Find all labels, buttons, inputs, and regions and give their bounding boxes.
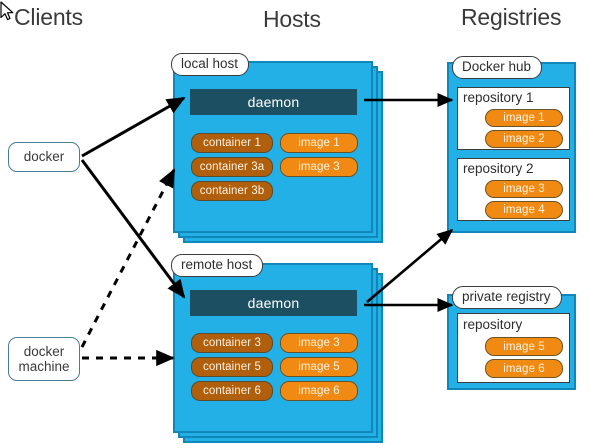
image-label: image 3 — [298, 337, 340, 349]
image-label: image 6 — [298, 385, 340, 397]
image-label: image 5 — [503, 340, 545, 353]
image-label: image 2 — [503, 133, 545, 145]
registry-tab-label: private registry — [462, 289, 551, 304]
image-pill[interactable]: image 6 — [280, 381, 358, 401]
container-label: container 3 — [203, 337, 261, 349]
container-label: container 6 — [203, 385, 261, 397]
client-label-docker-machine: docker machine — [18, 343, 70, 374]
container-label: container 5 — [203, 361, 261, 373]
daemon-label: daemon — [247, 94, 300, 110]
registry-tab-docker-hub: Docker hub — [452, 56, 543, 80]
repository-box[interactable]: repository 2 image 3 image 4 — [457, 158, 570, 221]
host-card-local-host[interactable]: daemon container 1 container 3a containe… — [171, 53, 386, 246]
container-label: container 1 — [203, 137, 261, 149]
client-label-docker: docker — [23, 149, 65, 165]
container-pill[interactable]: container 1 — [191, 133, 273, 153]
repository-label: repository 2 — [463, 161, 534, 176]
container-label: container 3a — [199, 161, 265, 173]
image-label: image 3 — [298, 161, 340, 173]
host-stack-sheet-front: daemon container 3 container 5 container… — [173, 263, 373, 433]
image-pill[interactable]: image 3 — [485, 180, 563, 198]
repository-box[interactable]: repository image 5 image 6 — [457, 313, 570, 383]
registry-card-private-registry[interactable]: repository image 5 image 6 private regis… — [447, 286, 576, 390]
connector-machine-to-local-host — [80, 168, 176, 348]
daemon-bar-local-host[interactable]: daemon — [190, 89, 357, 115]
mouse-pointer-icon — [0, 1, 14, 21]
registry-tab-private-registry: private registry — [452, 286, 562, 310]
container-pill[interactable]: container 6 — [191, 381, 273, 401]
image-label: image 1 — [503, 112, 545, 124]
image-pill[interactable]: image 5 — [280, 357, 358, 377]
registry-tab-label: Docker hub — [462, 59, 532, 74]
column-title-clients: Clients — [14, 4, 83, 30]
column-title-hosts: Hosts — [263, 6, 321, 32]
image-label: image 3 — [503, 183, 545, 195]
registry-card-docker-hub[interactable]: repository 1 image 1 image 2 repository … — [447, 56, 576, 233]
image-pill[interactable]: image 1 — [485, 109, 563, 127]
image-pill[interactable]: image 5 — [485, 337, 563, 356]
daemon-bar-remote-host[interactable]: daemon — [190, 290, 357, 316]
host-tab-remote-host: remote host — [171, 254, 264, 278]
image-pill[interactable]: image 4 — [485, 201, 563, 219]
image-pill[interactable]: image 6 — [485, 359, 563, 378]
container-pill[interactable]: container 5 — [191, 357, 273, 377]
repository-box[interactable]: repository 1 image 1 image 2 — [457, 87, 570, 150]
container-pill[interactable]: container 3b — [191, 181, 273, 201]
image-pill[interactable]: image 3 — [280, 157, 358, 177]
container-pill[interactable]: container 3 — [191, 333, 273, 353]
image-pill[interactable]: image 3 — [280, 333, 358, 353]
image-label: image 6 — [503, 362, 545, 375]
container-pill[interactable]: container 3a — [191, 157, 273, 177]
image-pill[interactable]: image 1 — [280, 133, 358, 153]
client-node-docker[interactable]: docker — [8, 142, 80, 172]
daemon-label: daemon — [247, 295, 300, 311]
host-stack-sheet-front: daemon container 1 container 3a containe… — [173, 61, 373, 233]
image-pill[interactable]: image 2 — [485, 130, 563, 148]
connector-docker-to-local-daemon — [81, 96, 186, 158]
host-card-remote-host[interactable]: daemon container 3 container 5 container… — [171, 254, 386, 448]
repository-label: repository — [463, 317, 523, 332]
image-label: image 4 — [503, 204, 545, 216]
host-tab-local-host: local host — [171, 53, 250, 77]
host-tab-label: local host — [181, 56, 239, 71]
client-node-docker-machine[interactable]: docker machine — [8, 337, 80, 381]
image-label: image 5 — [298, 361, 340, 373]
host-tab-label: remote host — [181, 257, 253, 272]
image-label: image 1 — [298, 137, 340, 149]
container-label: container 3b — [199, 185, 265, 197]
column-title-registries: Registries — [461, 4, 562, 30]
connector-docker-to-remote-daemon — [80, 159, 186, 299]
repository-label: repository 1 — [463, 90, 534, 105]
